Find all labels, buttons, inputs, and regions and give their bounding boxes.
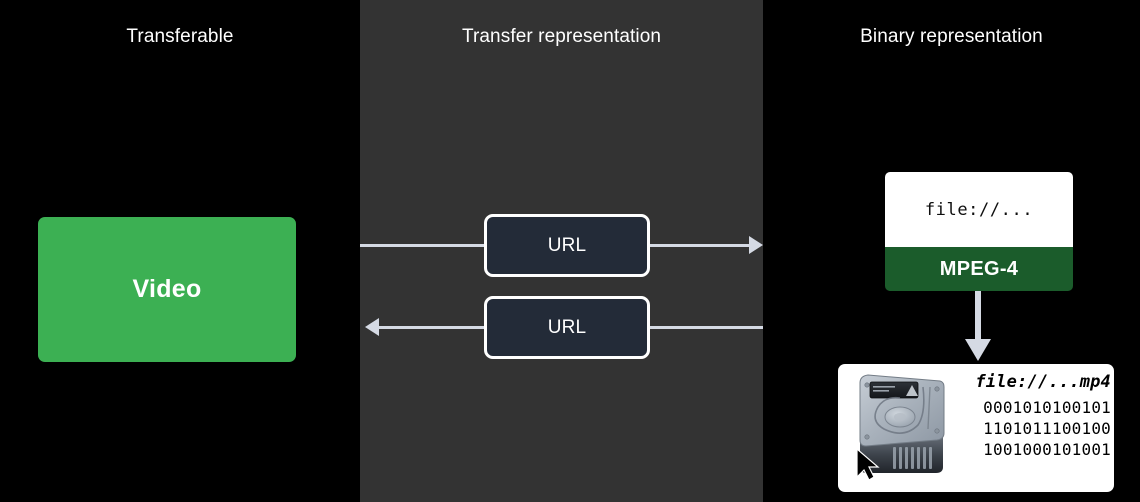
video-node[interactable]: Video [38,217,296,362]
mouse-pointer-icon [856,447,880,481]
hard-disk-icon [848,367,953,487]
column-transferable: Transferable Video [0,0,360,502]
flow-line-down [975,291,981,340]
url-node-bottom-label: URL [547,316,587,338]
mpeg-card-path-area: file://... [885,172,1073,247]
arrow-right-icon [749,236,763,254]
flow-line-bottom-left [379,326,486,329]
column-title-binary-representation: Binary representation [860,26,1043,47]
flow-line-top-right [650,244,749,247]
mpeg-card-path-text: file://... [924,199,1034,220]
video-node-label: Video [132,275,202,303]
binary-line-2: 1101011100100 [983,419,1111,438]
arrow-left-icon [365,318,379,336]
column-title-transferable: Transferable [126,26,234,47]
binary-line-1: 0001010100101 [983,398,1111,417]
url-node-top[interactable]: URL [484,214,650,277]
binary-line-3: 1001000101001 [983,440,1111,459]
mpeg-card-format-label: MPEG-4 [939,257,1019,280]
flow-line-bottom-right [650,326,763,329]
column-title-transfer-representation: Transfer representation [461,26,662,47]
disk-file-url: file://...mp4 [975,372,1111,392]
binary-text-block: file://...mp4 0001010100101 110101110010… [963,370,1111,460]
disk-storage-card[interactable]: file://...mp4 0001010100101 110101110010… [838,364,1114,492]
flow-line-top-left [360,244,486,247]
arrow-down-icon [965,339,991,361]
url-node-top-label: URL [547,234,587,256]
mpeg-file-card[interactable]: file://... MPEG-4 [885,172,1073,291]
mpeg-card-format-area: MPEG-4 [885,247,1073,291]
url-node-bottom[interactable]: URL [484,296,650,359]
